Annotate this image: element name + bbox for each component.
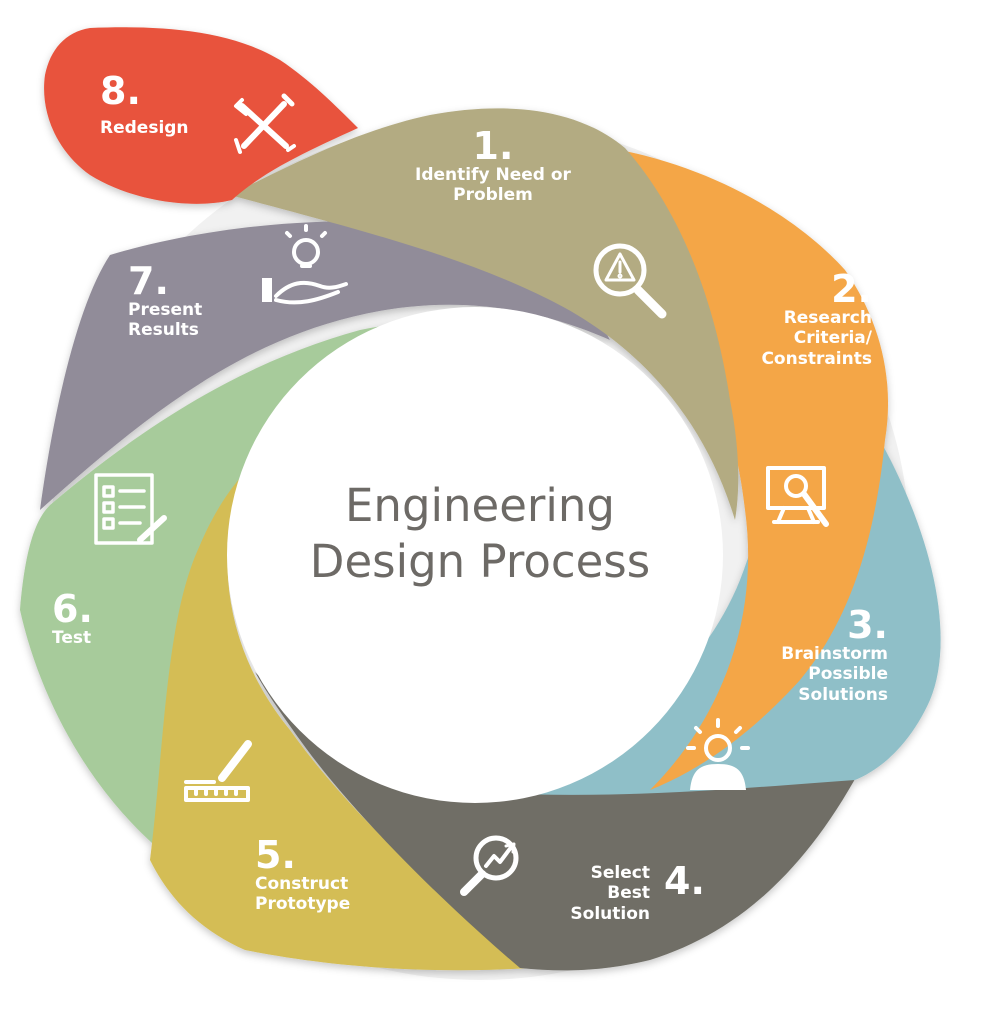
segment-1-identify-need	[230, 108, 739, 520]
step-6-text-line-1: Test	[52, 628, 92, 648]
magnifier-warning-icon	[593, 243, 667, 319]
step-4-number: 4.	[664, 859, 705, 903]
step-3-text-line-2: Possible	[808, 664, 888, 685]
diagram-title-line-1: Engineering	[345, 479, 615, 532]
step-4-text-line-3: Solution	[570, 903, 650, 924]
monitor-search-icon	[766, 466, 829, 527]
step-2-text-line-2: Criteria/	[793, 328, 872, 349]
segment-4-select-best-solution	[255, 672, 860, 971]
step-2-text-line-3: Constraints	[761, 348, 872, 369]
diagram-title-line-2: Design Process	[309, 535, 651, 588]
step-8-text-line-1: Redesign	[100, 118, 189, 138]
lightbulb-head-icon	[686, 718, 750, 790]
step-1-label: 1. Identify Need or Problem	[408, 127, 578, 206]
step-5-text-line-1: Construct	[255, 874, 349, 894]
step-7-number: 7.	[128, 259, 169, 303]
step-5-text-line-2: Prototype	[255, 894, 351, 915]
center-disc	[227, 307, 723, 803]
step-5-label: 5. Construct Prototype	[255, 836, 395, 915]
magnifier-chart-icon	[460, 835, 519, 896]
step-7-label: 7. Present Results	[128, 262, 238, 341]
ruler-pencil-icon	[184, 740, 252, 802]
step-4-label: Select Best Solution	[556, 863, 650, 924]
step-2-label: 2. Research Criteria/ Constraints	[730, 270, 872, 369]
step-3-number: 3.	[847, 603, 888, 647]
segment-5-construct-prototype	[150, 478, 530, 971]
step-5-number: 5.	[255, 833, 296, 877]
diagram-title: Engineering Design Process	[250, 478, 710, 590]
step-3-text-line-1: Brainstorm	[781, 644, 888, 664]
step-3-label: 3. Brainstorm Possible Solutions	[746, 606, 888, 705]
segment-7-present-results	[40, 221, 610, 510]
step-3-text-line-3: Solutions	[798, 684, 888, 705]
wrench-screwdriver-icon	[234, 93, 296, 154]
step-8-number: 8.	[100, 69, 141, 113]
step-7-text-line-1: Present	[128, 300, 203, 320]
step-1-number: 1.	[472, 124, 514, 168]
step-1-text-line-2: Problem	[453, 185, 533, 206]
step-4-text-line-2: Best	[607, 883, 650, 904]
step-6-label: 6. Test	[52, 590, 132, 648]
step-7-text-line-2: Results	[128, 320, 199, 341]
step-8-label: 8. Redesign	[100, 72, 220, 138]
segment-6-test	[20, 317, 500, 850]
step-6-number: 6.	[52, 587, 93, 631]
checklist-icon	[94, 473, 167, 545]
segment-8-redesign	[44, 27, 358, 204]
hand-lightbulb-icon	[262, 224, 348, 305]
step-2-number: 2.	[831, 267, 872, 311]
step-1-text-line-1: Identify Need or	[415, 165, 571, 185]
step-4-text-line-1: Select	[590, 863, 650, 883]
step-2-text-line-1: Research	[783, 308, 872, 328]
